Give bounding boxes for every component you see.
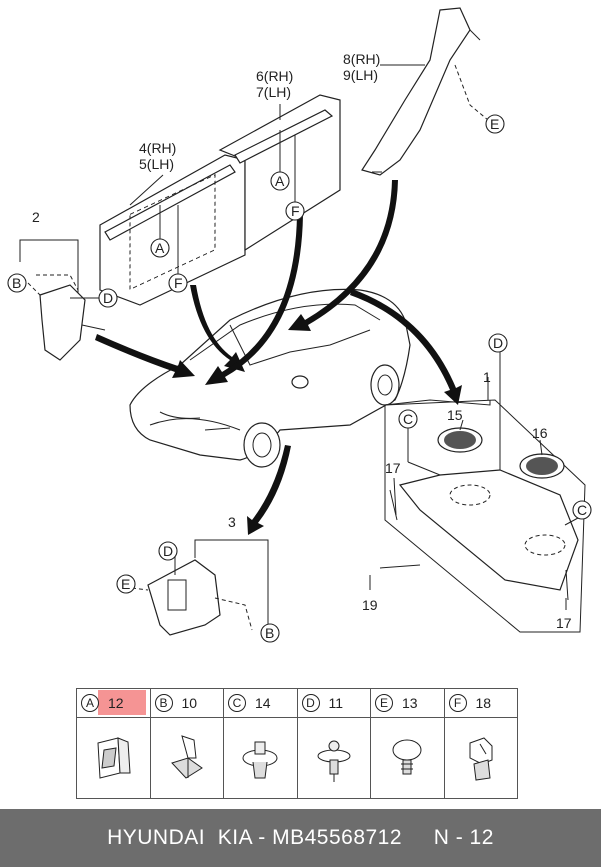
- fastener-head-a: A 12: [77, 689, 150, 718]
- letter-badge-e: E: [375, 694, 393, 712]
- marker-f-panel67: F: [291, 203, 300, 219]
- fastener-head-c: C 14: [224, 689, 297, 718]
- retainer-clip-icon: [170, 735, 203, 779]
- marker-d-shelf: D: [493, 335, 503, 351]
- marker-a-panel67: A: [275, 173, 285, 189]
- callout-15: 15: [447, 407, 463, 423]
- clip-holder-icon: [469, 737, 493, 781]
- callout-7: 7(LH): [256, 84, 291, 100]
- trim-part-2: [19, 239, 106, 361]
- callout-4: 4(RH): [139, 140, 176, 156]
- marker-d-left: D: [103, 290, 113, 306]
- callout-3: 3: [228, 514, 236, 530]
- callout-9: 9(LH): [343, 67, 378, 83]
- marker-e-pillar: E: [490, 116, 499, 132]
- package-tray-1: [379, 399, 586, 633]
- callout-6: 6(RH): [256, 68, 293, 84]
- callout-16: 16: [532, 425, 548, 441]
- fastener-cell-b: B 10: [150, 689, 224, 798]
- marker-b-part3: B: [265, 625, 274, 641]
- fastener-head-f: F 18: [444, 689, 517, 718]
- screw-grommet-icon: [317, 740, 351, 782]
- leader-lines: [70, 64, 579, 610]
- trim-clip-icon: [97, 737, 131, 779]
- qty-d: 11: [328, 695, 344, 711]
- qty-c: 14: [255, 695, 271, 711]
- push-pin-icon: [392, 739, 422, 775]
- callout-19: 19: [362, 597, 378, 613]
- pillar-trim-8-9: [361, 7, 489, 176]
- callout-17-right: 17: [556, 615, 572, 631]
- marker-c-shelf-right: C: [577, 502, 587, 518]
- fastener-head-e: E 13: [371, 689, 444, 718]
- car-illustration: [129, 288, 411, 468]
- fastener-cell-d: D 11: [297, 689, 371, 798]
- letter-badge-d: D: [301, 694, 320, 712]
- qty-f: 18: [475, 695, 492, 711]
- callout-5: 5(LH): [139, 156, 174, 172]
- qty-a: 12: [108, 695, 124, 711]
- fastener-head-b: B 10: [150, 689, 223, 718]
- marker-a-panel45: A: [155, 240, 165, 256]
- trim-part-3: [131, 539, 269, 636]
- fastener-cell-e: E 13: [371, 689, 445, 798]
- marker-d-part3: D: [163, 543, 173, 559]
- parts-diagram: 2 3 1 4(RH) 5(LH) 6(RH) 7(LH) 8(RH) 9(LH…: [7, 7, 592, 643]
- fastener-cell-c: C 14: [224, 689, 298, 798]
- letter-badge-c: C: [228, 694, 246, 712]
- footer-text: HYUNDAI KIA - MB45568712 N - 12: [107, 826, 494, 849]
- marker-b-left: B: [12, 275, 21, 291]
- fastener-cell-a: A 12: [77, 689, 151, 798]
- callout-1: 1: [483, 369, 491, 385]
- trim-panel-4-5: [99, 154, 246, 306]
- letter-badge-b: B: [154, 694, 173, 712]
- qty-e: 13: [402, 695, 418, 711]
- letter-markers: B D A F A F E D C C D E B: [7, 114, 592, 643]
- callout-17-left: 17: [385, 460, 401, 476]
- marker-e-part3: E: [121, 576, 130, 592]
- marker-c-shelf-left: C: [403, 411, 413, 427]
- fastener-table: A 12 B 10 C 14: [76, 688, 518, 799]
- pointer-arrows: [95, 180, 462, 535]
- push-rivet-icon: [242, 741, 278, 779]
- fastener-cell-f: F 18: [444, 689, 517, 798]
- letter-badge-a: A: [81, 694, 99, 712]
- qty-b: 10: [181, 695, 198, 711]
- footer-bar: HYUNDAI KIA - MB45568712 N - 12: [0, 809, 601, 867]
- fastener-head-d: D 11: [297, 689, 370, 718]
- marker-f-panel45: F: [174, 275, 183, 291]
- letter-badge-f: F: [448, 694, 467, 712]
- callout-2: 2: [32, 209, 40, 225]
- callout-8: 8(RH): [343, 51, 380, 67]
